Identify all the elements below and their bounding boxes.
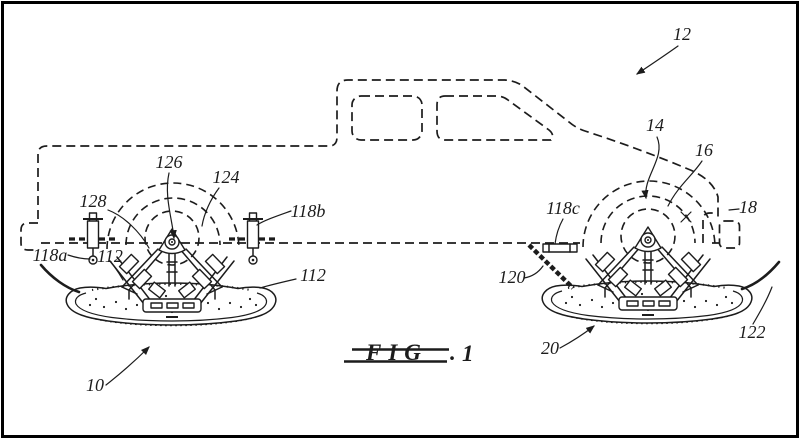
ref-label-124: 124 [213, 167, 240, 187]
wheel-arch-front [582, 180, 716, 264]
track-assembly-rear [39, 211, 279, 325]
figure-caption: FIG . 1 [344, 340, 474, 366]
ref-label-20: 20 [541, 338, 559, 358]
ref-label-12: 12 [673, 24, 691, 44]
mount-bracket-118c [542, 243, 578, 253]
rear-step-bumper [20, 222, 38, 251]
truck-profile-path [37, 79, 719, 221]
front-grille-line [702, 212, 717, 243]
ref-label-10: 10 [86, 375, 104, 395]
ref-label-122: 122 [739, 322, 766, 342]
window-rear [351, 95, 423, 141]
track-assembly-front [527, 227, 781, 323]
reference-labels: 12 14 16 18 118c 120 20 122 10 118a 112 … [33, 24, 766, 395]
ref-label-14: 14 [646, 115, 664, 135]
ref-label-16: 16 [695, 140, 713, 160]
leader-lines [67, 45, 773, 386]
lead-in-flange-rear [39, 263, 81, 294]
support-link-120 [527, 243, 575, 290]
window-front [436, 95, 554, 141]
figure-caption-number: 1 [462, 341, 474, 366]
ref-label-118a: 118a [33, 245, 68, 265]
figure-caption-sep: . [450, 340, 456, 365]
ref-label-112-rear: 112 [97, 246, 123, 266]
ref-label-112-outer: 112 [300, 265, 326, 285]
truck-body-outline [20, 79, 741, 251]
ref-label-118c: 118c [546, 198, 580, 218]
ref-label-18: 18 [739, 197, 757, 217]
arc-cross-mark [680, 211, 692, 223]
lead-in-flange-front [740, 260, 781, 291]
ref-label-126: 126 [156, 152, 183, 172]
ref-label-128: 128 [80, 191, 107, 211]
front-bumper [718, 220, 741, 249]
ref-label-118b: 118b [291, 201, 326, 221]
ref-label-120: 120 [499, 267, 526, 287]
shock-absorber-118b [227, 211, 279, 266]
